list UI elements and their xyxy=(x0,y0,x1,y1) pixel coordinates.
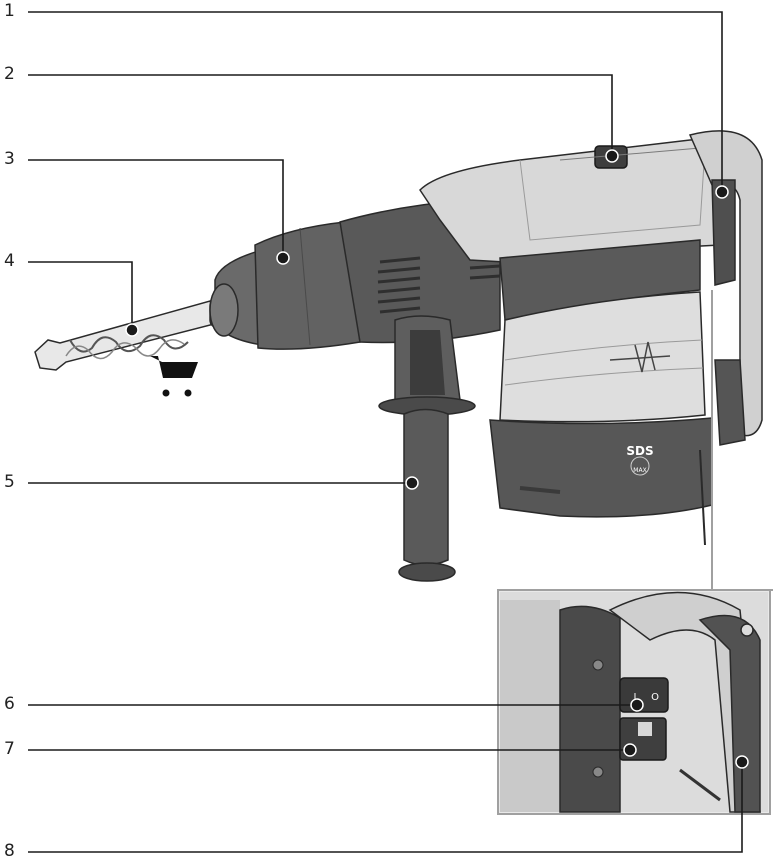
leader-2 xyxy=(28,74,613,154)
callout-leaders xyxy=(28,11,743,853)
callout-label-4: 4 xyxy=(4,251,15,271)
leader-3 xyxy=(28,159,284,258)
sds-max-badge: MAX xyxy=(633,467,646,474)
callout-label-2: 2 xyxy=(4,64,15,84)
callout-label-1: 1 xyxy=(4,1,15,21)
callout-label-8: 8 xyxy=(4,841,15,861)
power-switch xyxy=(619,677,669,713)
leader-8 xyxy=(28,762,743,853)
callout-label-3: 3 xyxy=(4,149,15,169)
callout-label-7: 7 xyxy=(4,739,15,759)
rear-handle xyxy=(688,130,763,546)
leader-1 xyxy=(28,11,723,190)
brand-mark xyxy=(609,341,671,373)
callout-label-6: 6 xyxy=(4,694,15,714)
switch-on-label: I xyxy=(634,692,637,703)
detail-inset: I O xyxy=(497,290,773,815)
callout-label-5: 5 xyxy=(4,472,15,492)
shopping-cart-icon[interactable] xyxy=(150,356,198,397)
chuck xyxy=(209,221,361,350)
switch-off-label: O xyxy=(651,692,659,703)
sds-badge: SDS xyxy=(626,444,653,458)
callout-dots xyxy=(125,149,749,769)
leader-4 xyxy=(28,261,133,330)
motor-lower-housing: SDS MAX xyxy=(489,291,713,518)
side-handle xyxy=(378,315,476,582)
